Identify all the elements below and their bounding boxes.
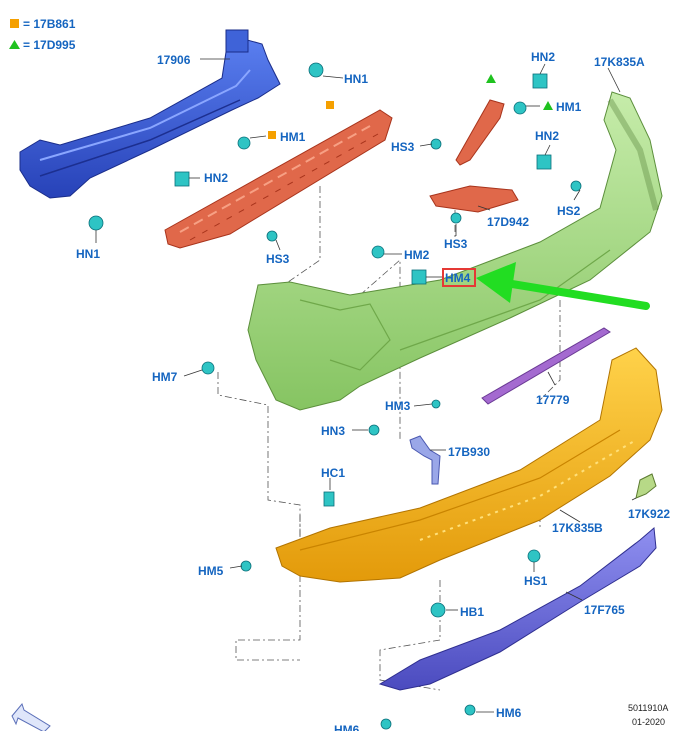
- bracket-17b930: [409, 435, 441, 485]
- label-hm1-right: HM1: [556, 100, 582, 114]
- bumper-cover-lower: [275, 347, 663, 583]
- marker-triangle-icon: [486, 74, 496, 83]
- label-hm3: HM3: [385, 399, 411, 413]
- strip-17779: [481, 327, 611, 405]
- fastener-clips: [88, 62, 582, 730]
- figure-date: 01-2020: [632, 717, 665, 727]
- pointer-arrow: [476, 262, 650, 310]
- bracket-upper-red: [455, 99, 505, 166]
- reinforcement-17906: [19, 29, 281, 199]
- label-hm5: HM5: [198, 564, 224, 578]
- label-17k922: 17K922: [628, 507, 670, 521]
- front-direction-arrow-icon: [11, 702, 51, 731]
- legend-triangle-icon: [9, 40, 20, 49]
- legend-triangle-label: = 17D995: [23, 38, 76, 52]
- label-hs3-top: HS3: [391, 140, 415, 154]
- label-hs1: HS1: [524, 574, 548, 588]
- leader-lines: [95, 58, 621, 713]
- marker-square-icon: [268, 131, 276, 139]
- label-hm7: HM7: [152, 370, 178, 384]
- legend-square-label: = 17B861: [23, 17, 76, 31]
- bumper-cover-upper: [247, 91, 663, 411]
- label-hb1: HB1: [460, 605, 484, 619]
- bracket-17d942-red: [429, 185, 519, 213]
- label-hm6-bottom: HM6: [334, 723, 360, 731]
- label-hm6-right: HM6: [496, 706, 522, 720]
- hm4-highlight-box: [442, 268, 476, 287]
- valance-17f765: [378, 526, 657, 691]
- label-hn3: HN3: [321, 424, 345, 438]
- marker-triangle-icon: [543, 101, 553, 110]
- legend-square-icon: [10, 19, 19, 28]
- label-hs3-left: HS3: [266, 252, 290, 266]
- figure-id: 5011910A: [628, 703, 668, 713]
- label-17779: 17779: [536, 393, 570, 407]
- label-hn2-mid: HN2: [535, 129, 559, 143]
- label-17k835b: 17K835B: [552, 521, 603, 535]
- label-hn2-top: HN2: [531, 50, 555, 64]
- absorber-left-red: [164, 109, 393, 249]
- label-hs3-mid: HS3: [444, 237, 468, 251]
- label-hc1: HC1: [321, 466, 345, 480]
- label-17b930: 17B930: [448, 445, 490, 459]
- label-hn2-left: HN2: [204, 171, 228, 185]
- label-17906: 17906: [157, 53, 191, 67]
- label-hm2: HM2: [404, 248, 430, 262]
- label-hn1-top: HN1: [344, 72, 368, 86]
- label-17f765: 17F765: [584, 603, 625, 617]
- label-hm4: HM4: [445, 271, 471, 285]
- label-hn1-bottom: HN1: [76, 247, 100, 261]
- label-17k835a: 17K835A: [594, 55, 645, 69]
- label-hs2: HS2: [557, 204, 581, 218]
- label-17d942: 17D942: [487, 215, 529, 229]
- sensor-17k922: [631, 473, 657, 501]
- marker-square-icon: [326, 101, 334, 109]
- label-hm1-left: HM1: [280, 130, 306, 144]
